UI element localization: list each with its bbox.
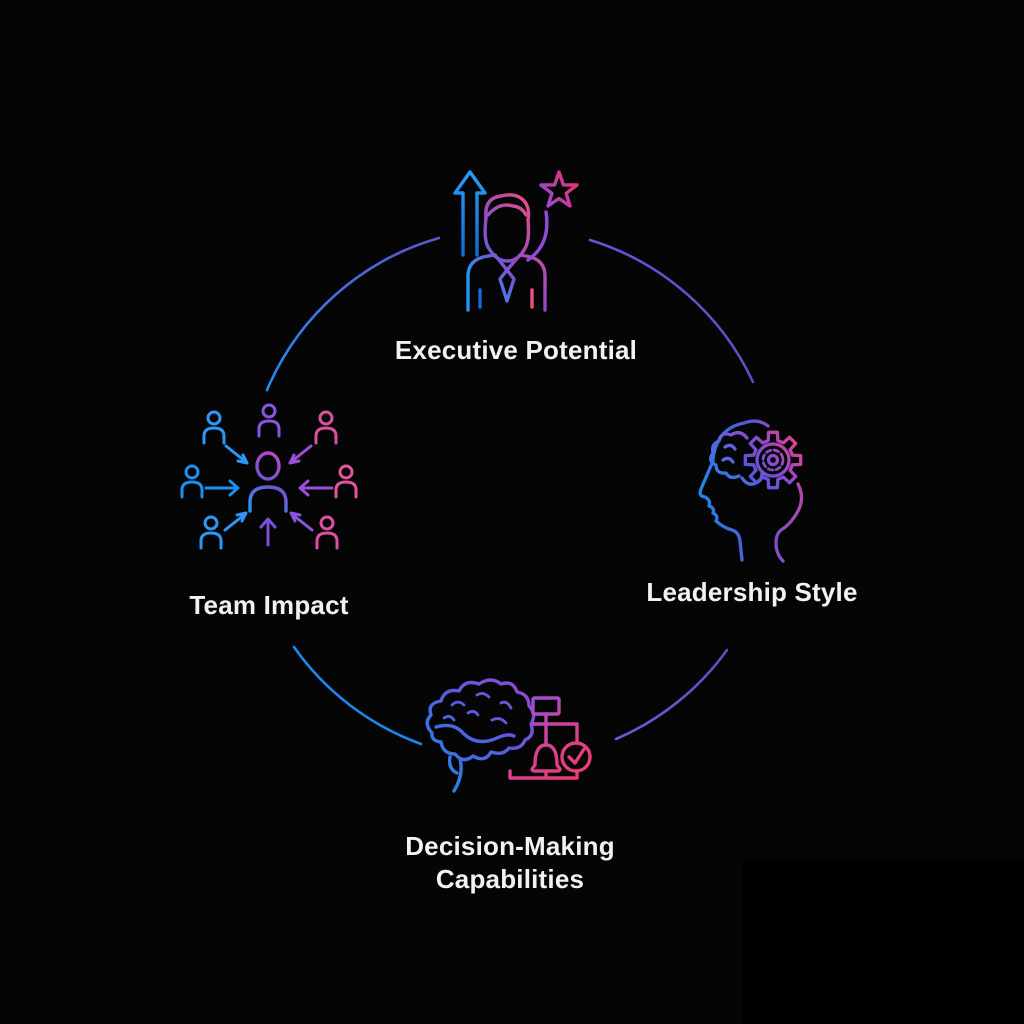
central-person: [248, 451, 288, 513]
ring-arc-bottom-left: [292, 645, 423, 746]
node-label-decision-making: Decision-Making Capabilities: [405, 831, 615, 894]
ring-arc-top-right: [588, 238, 755, 384]
node-label-executive-potential: Executive Potential: [394, 335, 638, 365]
node-label-leadership-style: Leadership Style: [646, 577, 858, 607]
ring-arc-bottom-right: [614, 648, 729, 741]
person-rising-star-icon: [453, 170, 579, 312]
node-label-team-impact: Team Impact: [189, 590, 349, 620]
brain-decision-flowchart-icon: [425, 678, 592, 793]
head-gear-icon: [698, 419, 804, 563]
ring-arc-top-left: [265, 236, 441, 392]
corner-shade: [742, 861, 1024, 1024]
team-network-icon: [180, 403, 358, 550]
